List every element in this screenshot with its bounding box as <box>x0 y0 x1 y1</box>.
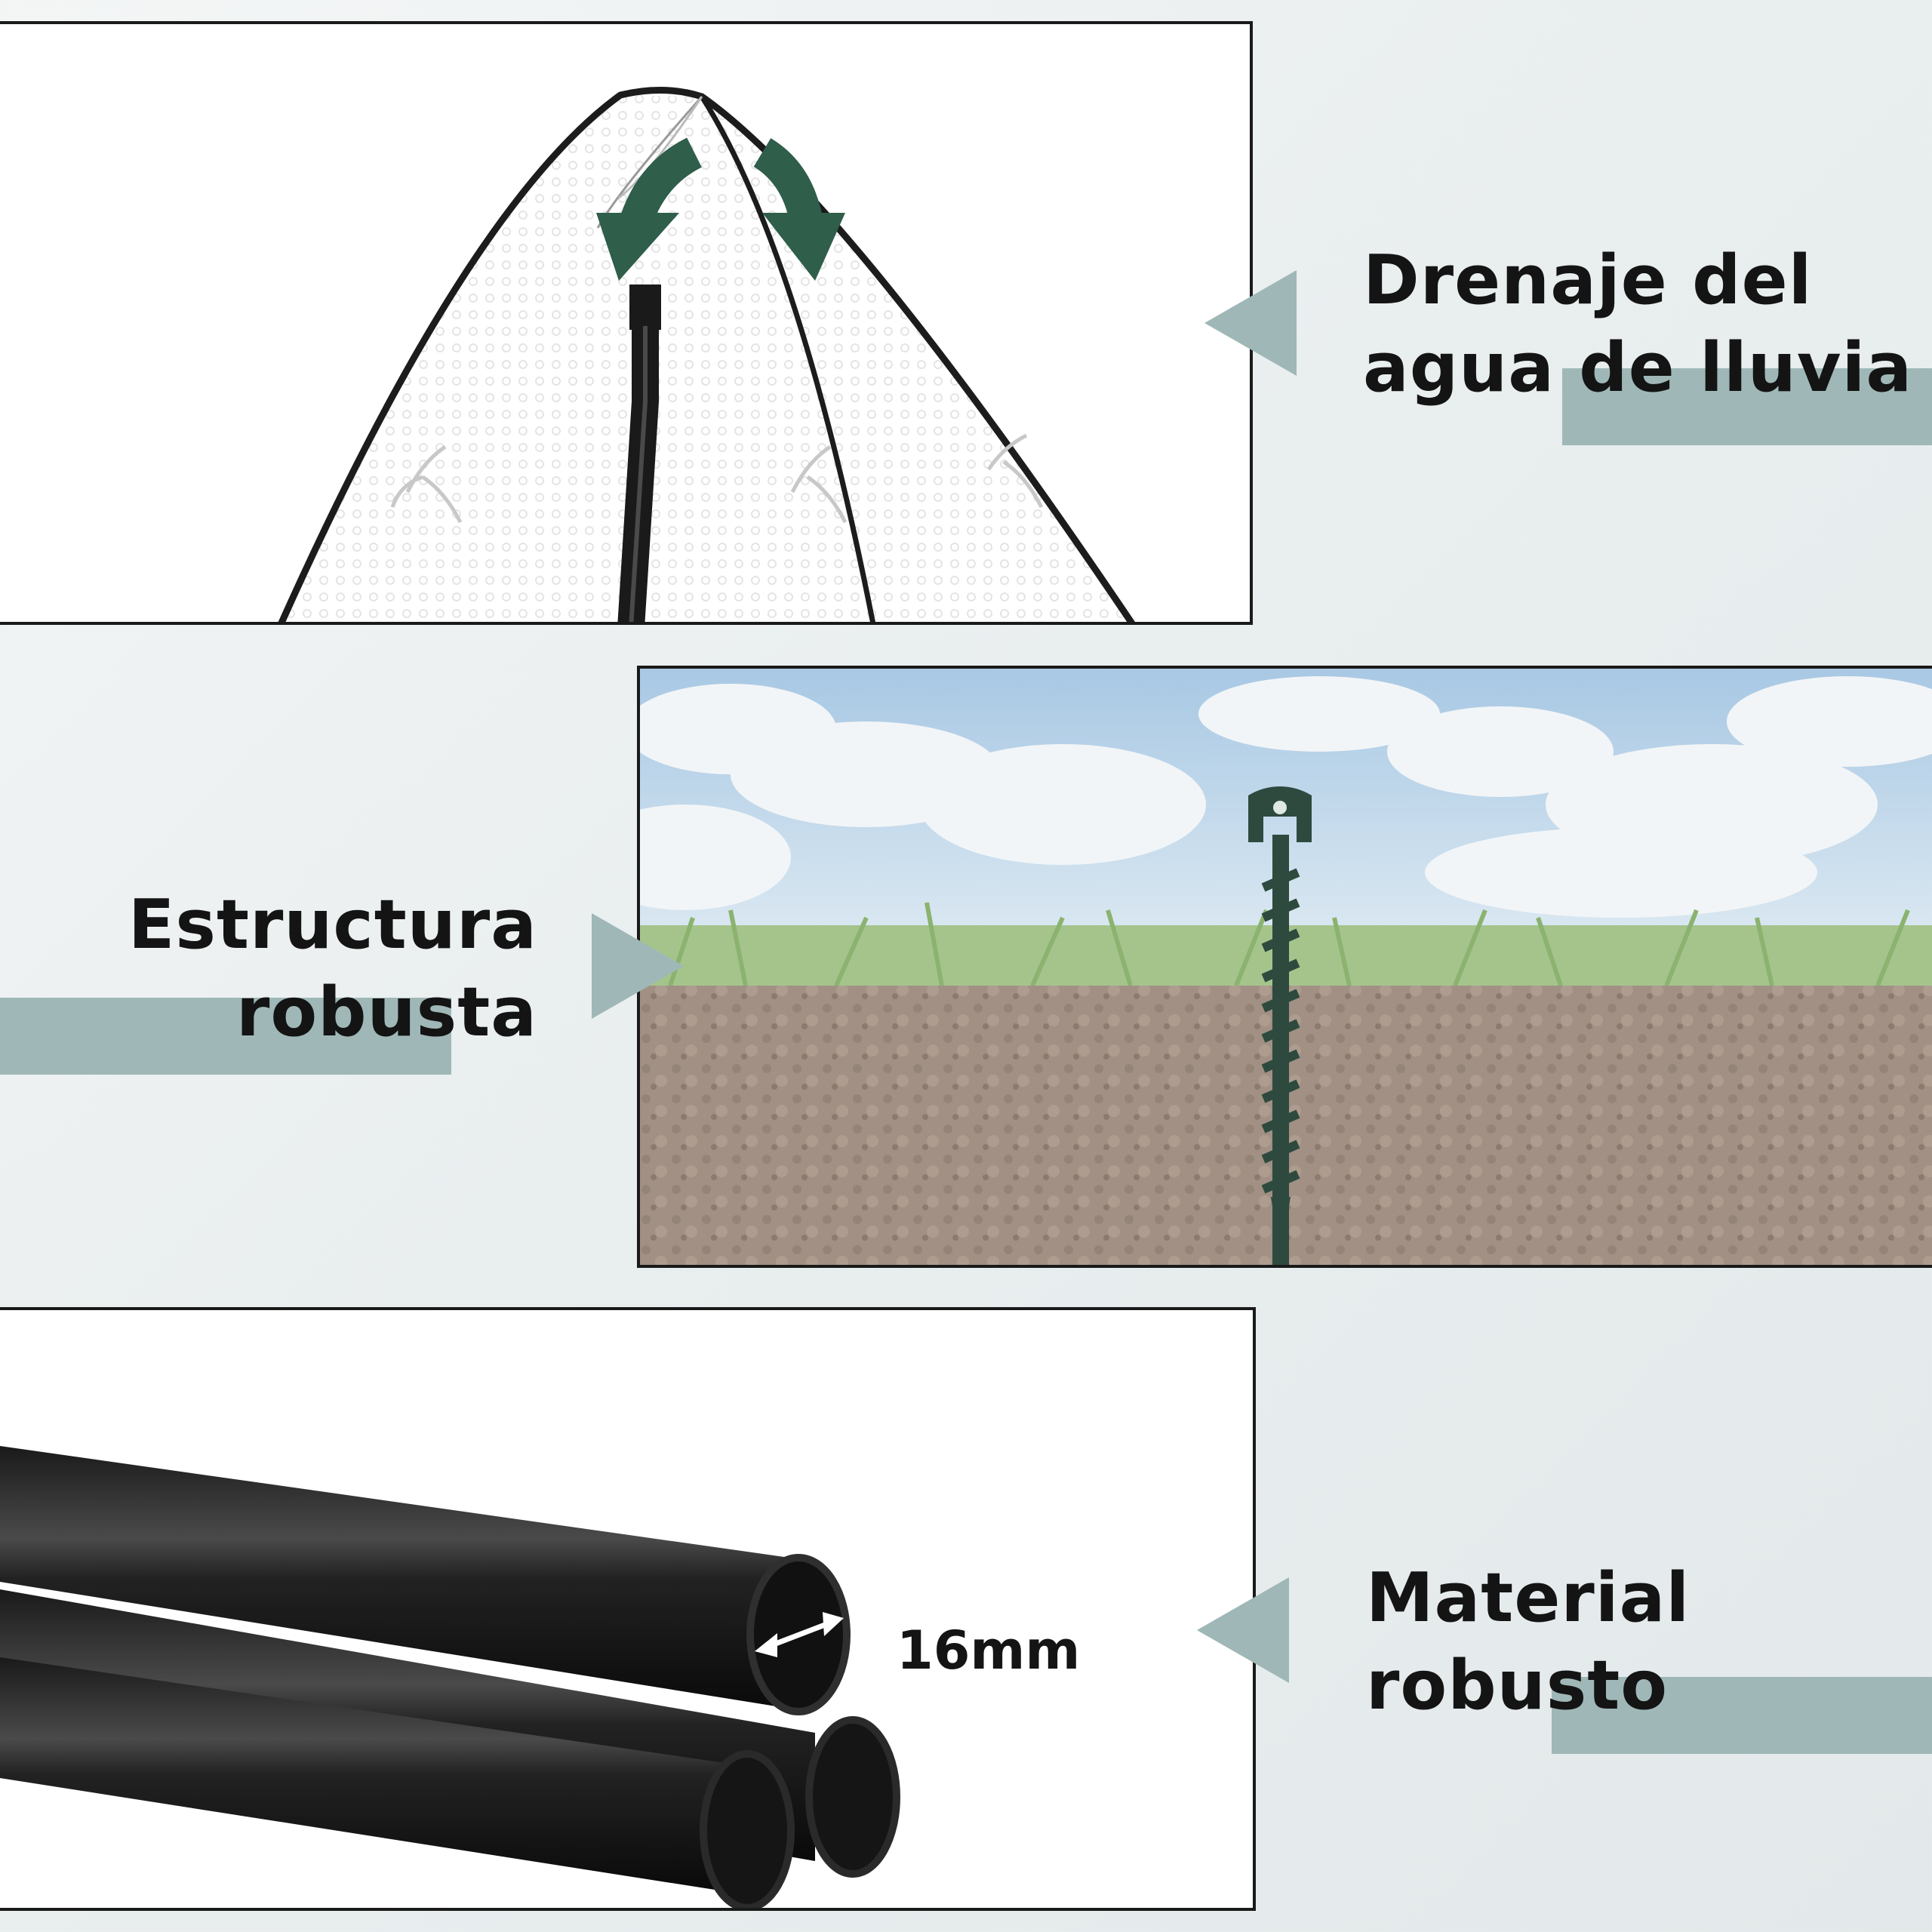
tube-diameter-label: 16mm <box>897 1620 1081 1681</box>
structure-label-line2: robusta <box>235 973 537 1052</box>
material-label: Material robusto <box>1366 1555 1690 1730</box>
stake-image-panel <box>637 666 1932 1268</box>
arrow-left-pointer-icon <box>1197 1577 1289 1683</box>
structure-label: Estructura robusta <box>0 881 537 1057</box>
accent-bar-top <box>1562 368 1932 445</box>
double-arrow-icon <box>755 1612 844 1657</box>
drainage-label-line1: Drenaje del <box>1363 241 1813 320</box>
curved-drain-arrow-icon <box>753 138 845 281</box>
structure-label-line1: Estructura <box>128 885 537 964</box>
arrow-right-pointer-icon <box>592 913 684 1019</box>
ground-stake <box>1248 786 1312 1265</box>
ground-stake-illustration <box>640 669 1932 1265</box>
steel-tubes-illustration <box>0 1446 900 1908</box>
curved-drain-arrow-icon <box>596 137 703 281</box>
drainage-label: Drenaje del agua de lluvia <box>1363 237 1912 412</box>
drainage-label-line2: agua de lluvia <box>1363 328 1913 408</box>
arrow-left-pointer-icon <box>1204 270 1297 376</box>
drainage-image-panel <box>0 21 1253 625</box>
tubes-image-panel <box>0 1307 1256 1911</box>
material-label-line2: robusto <box>1366 1646 1669 1725</box>
accent-bar-bottom <box>1552 1677 1932 1754</box>
greenhouse-roof-illustration <box>278 86 1136 622</box>
material-label-line1: Material <box>1366 1558 1690 1638</box>
accent-bar-middle <box>0 998 451 1075</box>
